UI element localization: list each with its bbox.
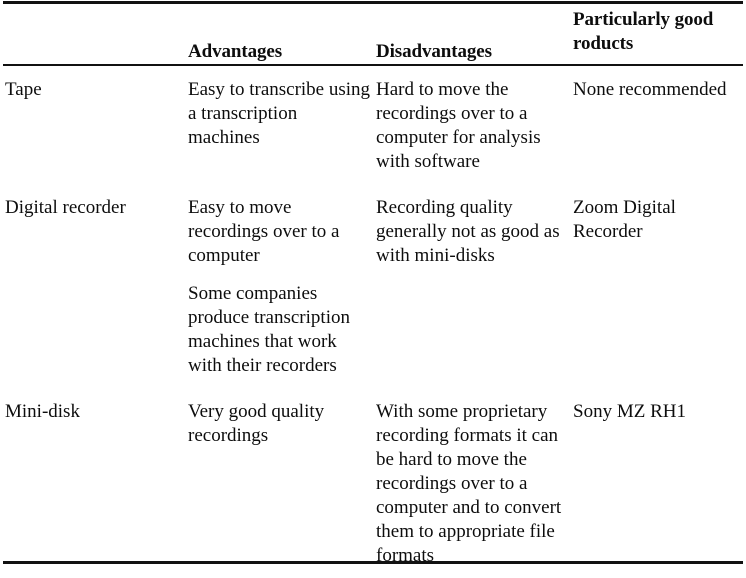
table-header: Advantages Disadvantages Particularly go… [0,0,740,64]
disadvantage-paragraph: Hard to move the recordings over to a co… [376,79,541,172]
cell-products: Zoom Digital Recorder [570,196,740,400]
cell-disadvantages: Hard to move the recordings over to a co… [373,64,570,196]
product-paragraph: Zoom Digital Recorder [573,197,676,242]
table-header-rule [3,64,743,66]
advantage-paragraph: Very good quality recordings [188,401,325,446]
advantage-paragraph: Some companies produce transcription mac… [188,283,350,376]
disadvantage-paragraph: Recording quality generally not as good … [376,197,560,266]
cell-advantages: Easy to move recordings over to a comput… [183,196,373,400]
table-row: Tape Easy to transcribe using a transcri… [0,64,740,196]
table-row: Mini-disk Very good quality recordings W… [0,400,740,578]
table-top-rule [3,1,743,4]
disadvantage-paragraph: With some proprietary recording formats … [376,401,562,566]
column-header-products-line2: roducts [573,33,634,54]
cell-disadvantages: With some proprietary recording formats … [373,400,570,578]
cell-device-type: Tape [5,79,42,100]
cell-device-type: Mini-disk [5,401,80,422]
comparison-table-container: Advantages Disadvantages Particularly go… [3,1,743,566]
column-header-device-type [0,0,183,64]
table-bottom-rule [3,561,743,564]
cell-advantages: Easy to transcribe using a transcription… [183,64,373,196]
table-body: Tape Easy to transcribe using a transcri… [0,64,740,578]
header-row: Advantages Disadvantages Particularly go… [0,0,740,64]
cell-device-type: Digital recorder [5,197,126,218]
cell-products: None recommended [570,64,740,196]
cell-advantages: Very good quality recordings [183,400,373,578]
table-row: Digital recorder Easy to move recordings… [0,196,740,400]
column-header-products: Particularly good roducts [570,0,740,64]
product-paragraph: None recommended [573,79,727,100]
advantage-paragraph: Easy to transcribe using a transcription… [188,79,371,148]
column-header-advantages: Advantages [188,41,283,62]
product-paragraph: Sony MZ RH1 [573,401,686,422]
advantage-paragraph: Easy to move recordings over to a comput… [188,197,340,266]
column-header-disadvantages: Disadvantages [376,41,492,62]
column-header-products-line1: Particularly good [573,9,714,30]
cell-disadvantages: Recording quality generally not as good … [373,196,570,400]
cell-products: Sony MZ RH1 [570,400,740,578]
